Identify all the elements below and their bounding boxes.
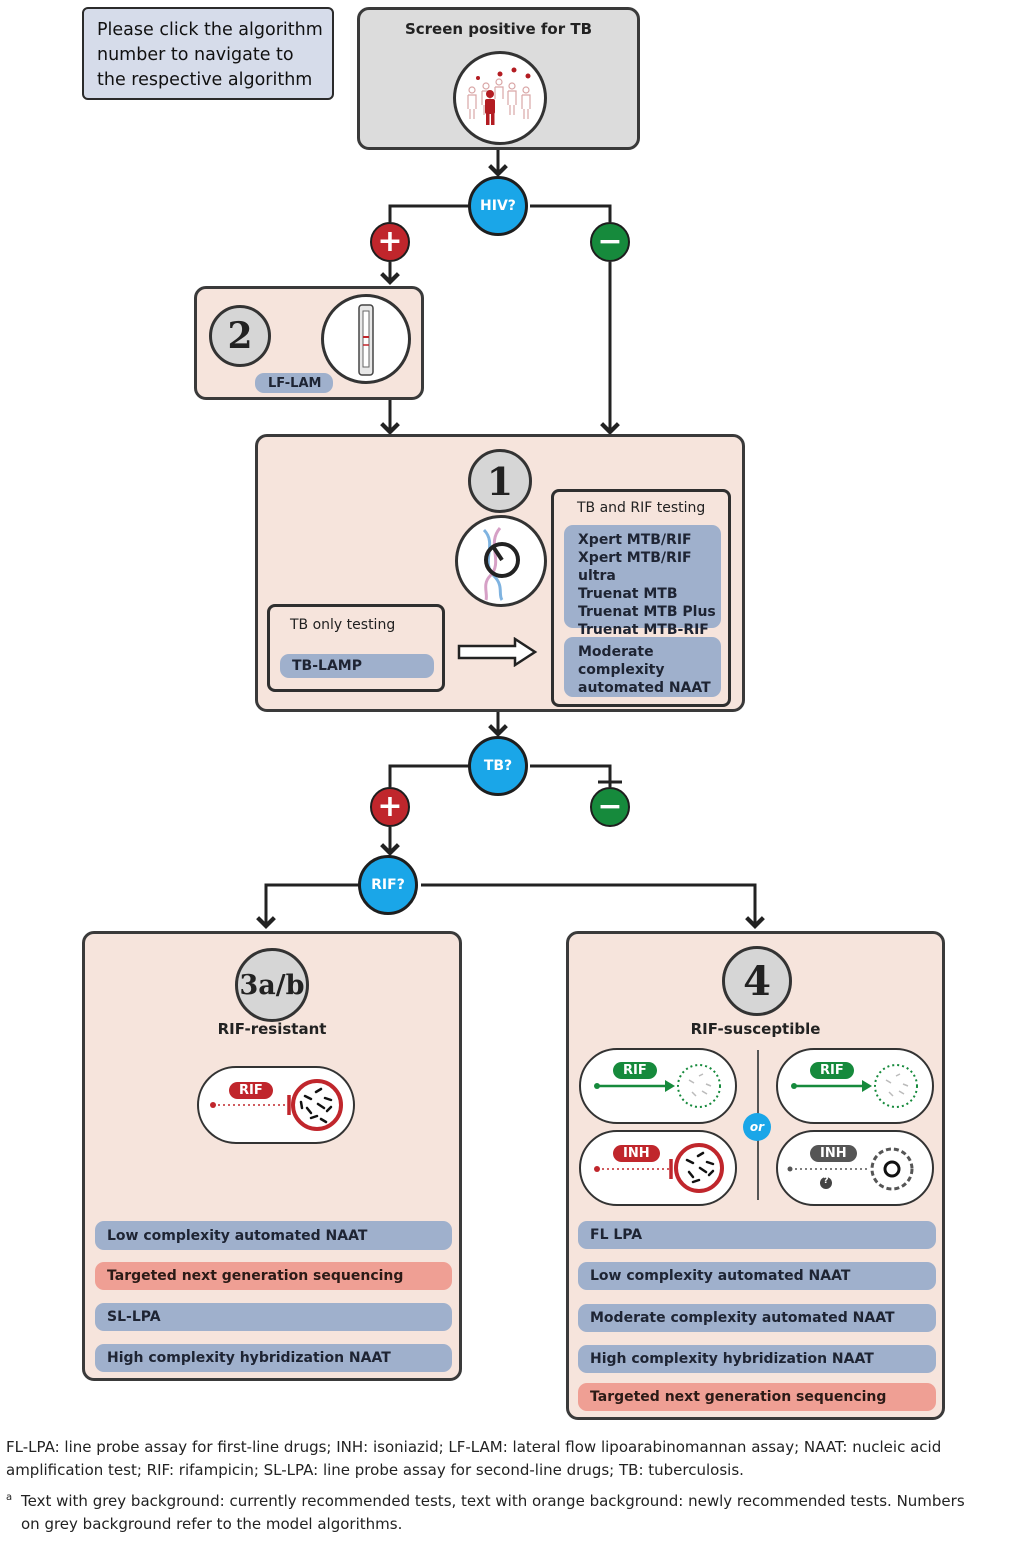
algorithm-2-number: 2 xyxy=(227,315,253,357)
rif-resistant-mechanism: RIF xyxy=(197,1066,355,1144)
tb-lamp-test-label: TB-LAMP xyxy=(292,658,362,674)
algo4-test-low-naat: Low complexity automated NAAT xyxy=(578,1262,936,1290)
hiv-decision-label: HIV? xyxy=(480,198,516,214)
algo3-test-sl-lpa: SL-LPA xyxy=(95,1303,452,1331)
algorithm-4-link[interactable]: 4 xyxy=(722,946,792,1016)
rif-drug-tag-left: RIF xyxy=(613,1062,657,1079)
abbreviations-line-1: FL-LPA: line probe assay for first-line … xyxy=(6,1438,942,1456)
rif-resistant-title: RIF-resistant xyxy=(217,1020,327,1038)
tb-rif-test-list: Xpert MTB/RIF Xpert MTB/RIF ultra Truena… xyxy=(564,525,721,656)
algo3-test-tngs-label: Targeted next generation sequencing xyxy=(107,1268,404,1284)
screen-positive-title: Screen positive for TB xyxy=(404,20,593,38)
or-badge: or xyxy=(743,1113,771,1141)
inh-drug-tag-right: INH xyxy=(810,1145,857,1162)
algorithm-1-number: 1 xyxy=(486,458,514,504)
hiv-negative-icon: − xyxy=(590,222,630,262)
algo4-test-tngs-label: Targeted next generation sequencing xyxy=(590,1389,887,1405)
rif-drug-tag-right: RIF xyxy=(810,1062,854,1079)
tb-decision-label: TB? xyxy=(483,758,513,774)
algorithm-2-link[interactable]: 2 xyxy=(209,305,271,367)
moderate-naat-line-1: Moderate xyxy=(578,644,654,660)
algorithm-3-box: 3a/b RIF-resistant RIF Low complexity au… xyxy=(82,931,462,1381)
lf-lam-test-label: LF-LAM xyxy=(268,375,322,391)
algo3-test-tngs: Targeted next generation sequencing xyxy=(95,1262,452,1290)
moderate-naat-line-2: complexity xyxy=(578,662,665,678)
algorithm-3-number: 3a/b xyxy=(239,969,305,1001)
hiv-decision: HIV? xyxy=(468,176,528,236)
tb-lamp-test: TB-LAMP xyxy=(280,654,434,678)
screen-positive-box: Screen positive for TB xyxy=(357,7,640,150)
rif-decision-label: RIF? xyxy=(371,877,405,893)
algorithm-1-box: 1 TB and RIF testing Xpert MTB/RIF Xpert… xyxy=(255,434,745,712)
lf-lam-test: LF-LAM xyxy=(255,373,333,393)
moderate-complexity-naat-test: Moderate complexity automated NAAT xyxy=(564,637,721,697)
algo4-test-low-naat-label: Low complexity automated NAAT xyxy=(590,1268,851,1284)
legend-footnote: a Text with grey background: currently r… xyxy=(6,1490,965,1536)
population-icon xyxy=(453,51,547,145)
truenat-mtb-test: Truenat MTB xyxy=(578,586,678,602)
tb-only-to-tb-rif-arrow-icon xyxy=(457,637,538,667)
tb-rif-testing-box: TB and RIF testing Xpert MTB/RIF Xpert M… xyxy=(551,489,731,707)
algo4-test-fl-lpa: FL LPA xyxy=(578,1221,936,1249)
tb-negative-icon: − xyxy=(590,787,630,827)
tb-positive-icon: + xyxy=(370,787,410,827)
or-badge-label: or xyxy=(749,1120,765,1134)
algo3-test-sl-lpa-label: SL-LPA xyxy=(107,1309,161,1325)
tb-only-testing-label: TB only testing xyxy=(290,617,396,633)
unknown-status-icon: ? xyxy=(823,1176,829,1186)
legend-line-1: Text with grey background: currently rec… xyxy=(21,1492,965,1510)
tb-decision: TB? xyxy=(468,736,528,796)
algo4-test-tngs: Targeted next generation sequencing xyxy=(578,1383,936,1411)
navigation-note-line-3: the respective algorithm xyxy=(97,70,313,90)
algo4-test-high-naat-label: High complexity hybridization NAAT xyxy=(590,1351,874,1367)
rif-decision: RIF? xyxy=(358,855,418,915)
legend-line-2: on grey background refer to the model al… xyxy=(21,1515,403,1533)
inh-unknown-mechanism: ? INH xyxy=(776,1130,934,1206)
algo3-test-low-naat: Low complexity automated NAAT xyxy=(95,1221,452,1250)
navigation-note-line-2: number to navigate to xyxy=(97,45,294,65)
algo4-test-high-naat: High complexity hybridization NAAT xyxy=(578,1345,936,1373)
inh-drug-tag-left: INH xyxy=(613,1145,660,1162)
algorithm-1-link[interactable]: 1 xyxy=(468,449,532,513)
rif-drug-tag: RIF xyxy=(229,1082,273,1099)
algorithm-4-box: 4 RIF-susceptible RIF INH or xyxy=(566,931,945,1420)
xpert-mtb-rif-ultra-test: Xpert MTB/RIF ultra xyxy=(578,550,692,584)
algo4-test-moderate-naat: Moderate complexity automated NAAT xyxy=(578,1304,936,1332)
algo4-test-moderate-naat-label: Moderate complexity automated NAAT xyxy=(590,1310,895,1326)
lateral-flow-strip-icon xyxy=(321,294,411,384)
algorithm-3-link[interactable]: 3a/b xyxy=(235,948,309,1022)
abbreviations-line-2: amplification test; RIF: rifampicin; SL-… xyxy=(6,1461,744,1479)
rif-susceptible-mechanism-left: RIF xyxy=(579,1048,737,1124)
navigation-note[interactable]: Please click the algorithm number to nav… xyxy=(82,7,334,100)
algo3-test-high-naat-label: High complexity hybridization NAAT xyxy=(107,1350,391,1366)
dna-analyzer-icon xyxy=(455,515,547,607)
tb-rif-testing-label: TB and RIF testing xyxy=(577,500,706,516)
algorithm-4-number: 4 xyxy=(743,957,771,1005)
hiv-positive-icon: + xyxy=(370,222,410,262)
abbreviations-footnote: FL-LPA: line probe assay for first-line … xyxy=(6,1436,941,1482)
truenat-mtb-plus-test: Truenat MTB Plus xyxy=(578,604,716,620)
footnote-marker: a xyxy=(6,1492,13,1503)
algorithm-2-box: 2 LF-LAM xyxy=(194,286,424,400)
xpert-mtb-rif-test: Xpert MTB/RIF xyxy=(578,532,692,548)
algo4-test-fl-lpa-label: FL LPA xyxy=(590,1227,643,1243)
rif-susceptible-title: RIF-susceptible xyxy=(690,1020,821,1038)
navigation-note-line-1: Please click the algorithm xyxy=(97,20,323,40)
algo3-test-low-naat-label: Low complexity automated NAAT xyxy=(107,1227,368,1244)
moderate-naat-line-3: automated NAAT xyxy=(578,680,711,696)
inh-resistant-mechanism: INH xyxy=(579,1130,737,1206)
tb-only-testing-box: TB only testing TB-LAMP xyxy=(267,604,445,692)
algo3-test-high-naat: High complexity hybridization NAAT xyxy=(95,1344,452,1372)
rif-susceptible-mechanism-right: RIF xyxy=(776,1048,934,1124)
